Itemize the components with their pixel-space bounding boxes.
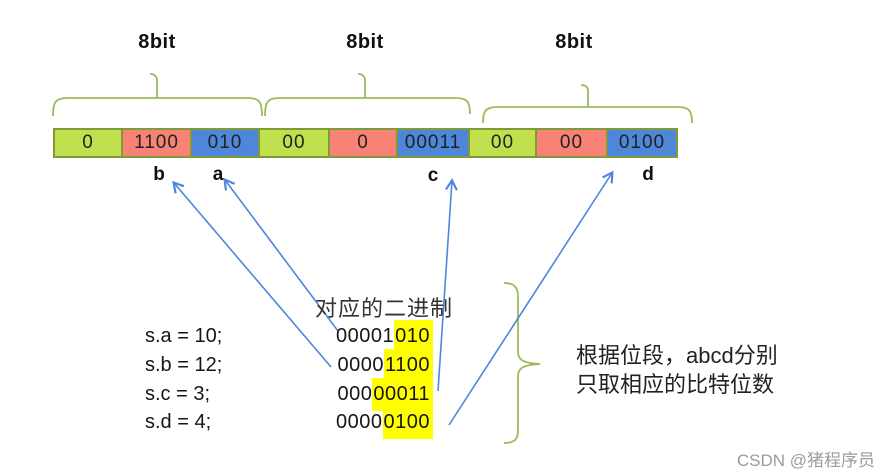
byte2-size-label: 8bit [346, 31, 384, 53]
brace-byte1 [52, 73, 263, 117]
bit-cell-field-b: 1100 [121, 128, 192, 158]
binary-prefix: 00001 [336, 325, 395, 347]
field-label-a: a [212, 164, 224, 185]
binary-value-a: 00001010 [300, 320, 433, 353]
binary-prefix: 0000 [337, 354, 384, 376]
binary-value-c: 00000011 [300, 378, 433, 411]
explanation-line-1: 根据位段，abcd分别 [576, 343, 778, 368]
bit-cell-field-a: 010 [190, 128, 260, 158]
bit-cell-field-d: 0100 [606, 128, 678, 158]
brace-byte3 [482, 84, 693, 124]
code-line-c: s.c = 3; [145, 383, 211, 405]
code-line-d: s.d = 4; [145, 411, 212, 433]
field-label-d: d [642, 164, 654, 185]
binary-value-d: 00000100 [300, 406, 433, 439]
memory-byte-row: 0 1100 010 00 0 00011 00 00 0100 [53, 128, 678, 158]
binary-highlight-d: 0100 [382, 406, 433, 439]
arrow-to-field-c [437, 178, 458, 392]
binary-highlight-b: 1100 [383, 349, 433, 382]
code-line-b: s.b = 12; [145, 354, 223, 376]
brace-binary-group [503, 282, 541, 444]
byte3-size-label: 8bit [555, 31, 593, 53]
bit-cell: 0 [328, 128, 398, 158]
field-label-b: b [153, 164, 165, 185]
bit-cell: 0 [53, 128, 123, 158]
binary-prefix: 000 [337, 383, 373, 405]
binary-highlight-c: 00011 [372, 378, 433, 411]
explanation-line-2: 只取相应的比特位数 [576, 372, 775, 397]
bit-cell: 00 [258, 128, 330, 158]
explanation-note: 根据位段，abcd分别 只取相应的比特位数 [576, 341, 778, 399]
binary-value-b: 00001100 [300, 349, 433, 382]
binary-highlight-a: 010 [394, 320, 433, 353]
field-label-c: c [427, 165, 439, 186]
bit-cell-field-c: 00011 [396, 128, 470, 158]
byte1-size-label: 8bit [138, 31, 176, 53]
binary-prefix: 0000 [336, 411, 383, 433]
bit-cell: 00 [468, 128, 537, 158]
csdn-watermark: CSDN @猪程序员 [736, 451, 875, 470]
binary-column-title: 对应的二进制 [315, 296, 454, 321]
bit-cell: 00 [535, 128, 608, 158]
brace-byte2 [264, 73, 471, 117]
code-line-a: s.a = 10; [145, 325, 223, 347]
